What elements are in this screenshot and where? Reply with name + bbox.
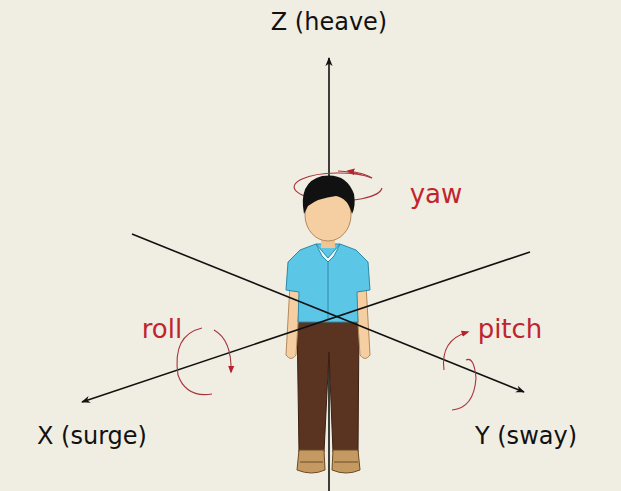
y-axis <box>132 234 524 392</box>
pitch-arc <box>452 359 476 410</box>
yaw-arrow <box>348 171 372 178</box>
axis-label: Y (sway) <box>475 424 577 448</box>
roll-arrow <box>214 330 231 372</box>
rotation-label: roll <box>142 316 182 342</box>
axis-label: X (surge) <box>37 424 147 448</box>
axis-label: Z (heave) <box>271 10 387 34</box>
rotation-label: pitch <box>478 316 543 342</box>
roll-arc <box>177 328 212 395</box>
x-axis <box>82 252 530 402</box>
pitch-arrow <box>444 332 469 370</box>
rotation-label: yaw <box>410 181 463 207</box>
